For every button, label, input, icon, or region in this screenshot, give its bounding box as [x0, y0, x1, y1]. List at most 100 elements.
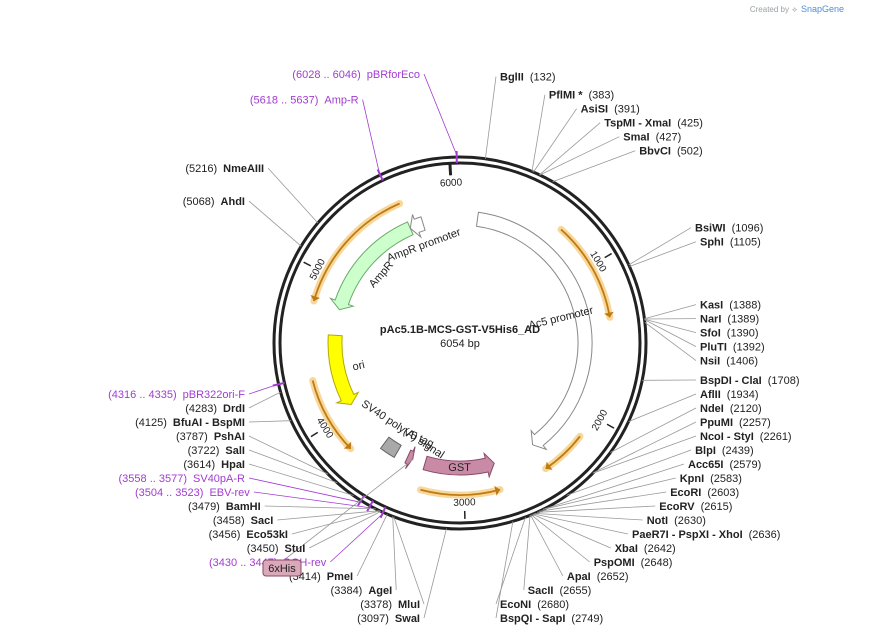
credit-prefix: Created by — [750, 5, 789, 14]
site-position: (2579) — [729, 459, 761, 471]
primer-range: (3504 .. 3523) — [135, 487, 204, 499]
site-leader-line — [539, 136, 620, 176]
primer-name: EBV-rev — [209, 487, 250, 499]
site-label-drdi: (4283)DrdI — [185, 403, 245, 415]
site-position: (2630) — [674, 515, 706, 527]
primer-range: (4316 .. 4335) — [108, 389, 177, 401]
site-leader-line — [628, 227, 692, 266]
primer-label-sv40pa-r: (3558 .. 3577) SV40pA-R — [119, 473, 246, 485]
feature-ori — [327, 334, 360, 406]
site-leader-line — [539, 491, 667, 512]
site-leader-line — [392, 516, 397, 591]
site-name: SphI — [700, 237, 724, 249]
plasmid-name: pAc5.1B-MCS-GST-V5His6_AD — [380, 324, 540, 336]
site-name: SmaI — [623, 132, 649, 144]
site-position: (391) — [614, 104, 640, 116]
site-label-bamhi: (3479)BamHI — [188, 501, 261, 513]
feature-ac5-promoter — [475, 211, 593, 451]
site-label-swai: (3097)SwaI — [357, 613, 420, 625]
site-name: XbaI — [615, 543, 638, 555]
orf-arrowhead — [604, 311, 614, 318]
site-position: (2583) — [710, 473, 742, 485]
feature-label-sv40-poly-a-signal: SV40 poly(A) signal — [359, 398, 446, 461]
primer-marker — [376, 169, 384, 181]
feature-gst — [422, 451, 495, 479]
site-label-blpi: BlpI(2439) — [695, 445, 754, 457]
site-position: (5216) — [185, 163, 217, 175]
site-name: StuI — [285, 543, 306, 555]
site-position: (2642) — [644, 543, 676, 555]
site-label-ndei: NdeI(2120) — [700, 403, 762, 415]
site-position: (3479) — [188, 501, 220, 513]
primer-leader-line — [253, 491, 370, 508]
site-label-econi: EcoNI(2680) — [500, 599, 569, 611]
site-position: (425) — [677, 118, 703, 130]
primer-leader-line — [248, 477, 361, 503]
site-label-ncoi-styi: NcoI - StyI(2261) — [700, 431, 792, 443]
site-name: NarI — [700, 314, 721, 326]
site-name: PmeI — [327, 571, 353, 583]
site-labels: BglII(132)PflMI *(383)AsiSI(391)TspMI - … — [108, 69, 799, 625]
origin-tick — [448, 163, 453, 176]
site-name: Acc65I — [688, 459, 723, 471]
primer-marker — [272, 381, 285, 387]
site-leader-line — [532, 513, 611, 549]
site-label-hpai: (3614)HpaI — [183, 459, 245, 471]
primer-name: Amp-R — [324, 95, 358, 107]
tick-2000 — [606, 423, 615, 429]
feature-v5-tag — [404, 446, 416, 469]
primer-name: pBRforEco — [367, 69, 420, 81]
site-leader-lines — [248, 73, 697, 619]
site-leader-line — [248, 200, 302, 247]
primer-range: (3430 .. 3447) — [209, 557, 278, 569]
site-name: AgeI — [368, 585, 392, 597]
site-name: KasI — [700, 300, 723, 312]
site-label-aflii: AflII(1934) — [700, 389, 759, 401]
site-label-kasi: KasI(1388) — [700, 300, 761, 312]
site-label-xbai: XbaI (2642) — [615, 543, 676, 555]
site-leader-line — [531, 514, 590, 563]
site-leader-line — [644, 304, 697, 320]
site-position: (2261) — [760, 431, 792, 443]
primer-leader-line — [248, 384, 277, 395]
site-leader-line — [264, 505, 376, 510]
primer-name: SV40pA-R — [193, 473, 245, 485]
site-position: (3614) — [183, 459, 215, 471]
site-name: PpuMI — [700, 417, 733, 429]
feature-ampr-promoter — [409, 214, 426, 239]
site-label-bbvci: BbvCI(502) — [639, 146, 702, 158]
site-label-ppumi: PpuMI(2257) — [700, 417, 771, 429]
tick-label: 6000 — [440, 177, 463, 189]
snapgene-credit: Created by ⟡ SnapGene — [750, 4, 844, 14]
site-leader-line — [593, 421, 697, 474]
site-position: (4125) — [135, 417, 167, 429]
site-position: (1406) — [726, 356, 758, 368]
primer-range: (3558 .. 3577) — [119, 473, 188, 485]
site-label-pspomi: PspOMI(2648) — [594, 557, 673, 569]
site-position: (427) — [656, 132, 682, 144]
site-label-bglii: BglII(132) — [500, 72, 556, 84]
site-name: DrdI — [223, 403, 245, 415]
site-leader-line — [644, 321, 697, 361]
site-name: PshAI — [214, 431, 245, 443]
site-label-nari: NarI(1389) — [700, 314, 759, 326]
primer-marker — [357, 494, 366, 507]
site-label-bspdi-clai: BspDI - ClaI(1708) — [700, 375, 800, 387]
site-label-nsii: NsiI(1406) — [700, 356, 758, 368]
site-leader-line — [530, 514, 564, 577]
site-leader-line — [423, 528, 447, 619]
site-name: PaeR7I - PspXI - XhoI — [632, 529, 743, 541]
site-position: (3458) — [213, 515, 245, 527]
site-label-bsiwi: BsiWI(1096) — [695, 223, 763, 235]
site-leader-line — [523, 515, 531, 591]
site-label-smai: SmaI (427) — [623, 132, 681, 144]
site-name: BsiWI — [695, 223, 726, 235]
site-leader-line — [267, 167, 319, 224]
site-name: EcoRV — [659, 501, 695, 513]
site-position: (383) — [589, 90, 615, 102]
site-leader-line — [629, 241, 697, 267]
backbone-outer-strand — [272, 155, 648, 531]
site-leader-line — [277, 510, 380, 521]
site-leader-line — [291, 510, 381, 535]
site-leader-line — [628, 393, 697, 422]
